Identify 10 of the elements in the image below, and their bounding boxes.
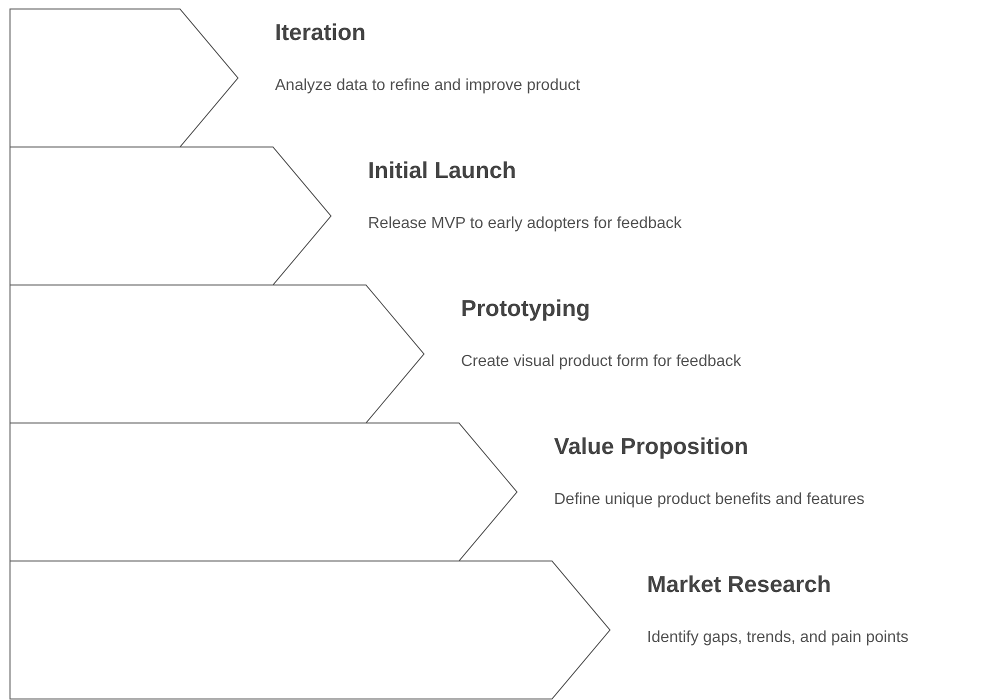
step-description: Create visual product form for feedback xyxy=(461,353,742,371)
step-heading: Market Research xyxy=(647,571,832,598)
step-heading: Prototyping xyxy=(461,295,590,322)
step-heading: Value Proposition xyxy=(554,433,748,460)
step-description: Release MVP to early adopters for feedback xyxy=(368,215,682,233)
step-description: Identify gaps, trends, and pain points xyxy=(647,629,909,647)
step-heading: Initial Launch xyxy=(368,157,516,184)
step-description: Analyze data to refine and improve product xyxy=(275,77,580,95)
step-heading: Iteration xyxy=(275,19,366,46)
step-description: Define unique product benefits and features xyxy=(554,491,864,509)
